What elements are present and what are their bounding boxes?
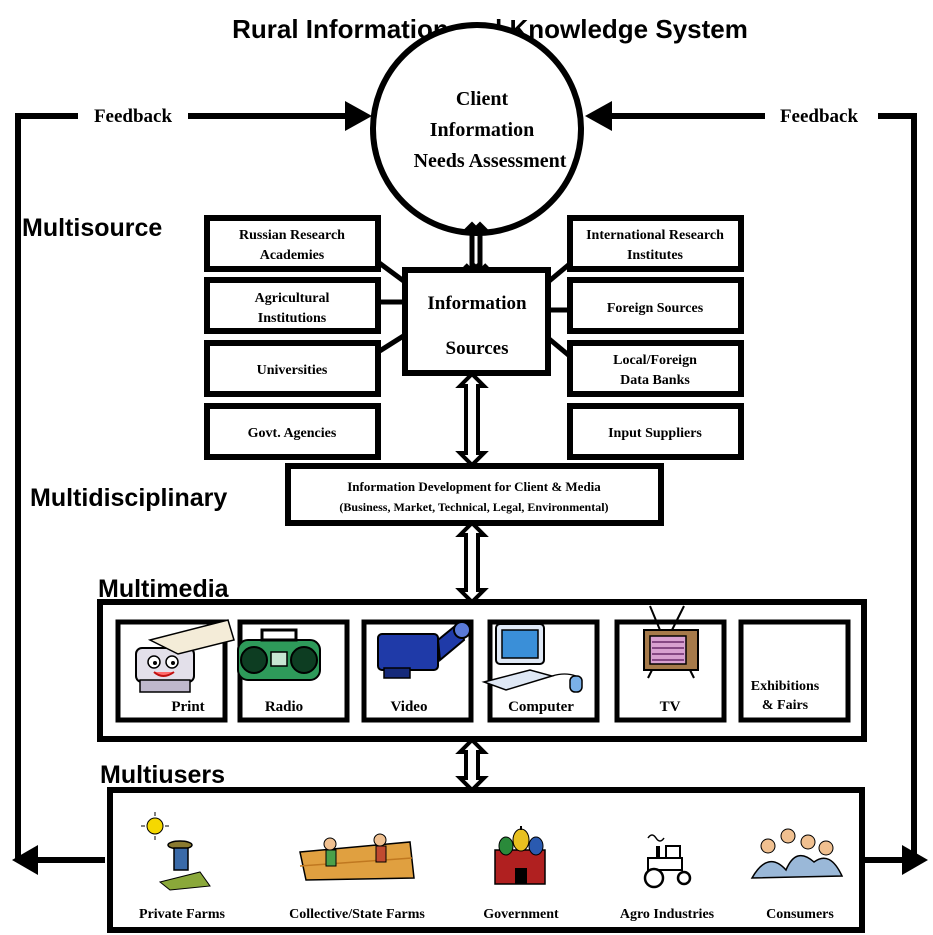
assessment-line-3: Needs Assessment [414,150,567,172]
kremlin-icon [494,826,546,885]
printer-icon [135,619,235,693]
users-container [107,787,865,933]
source-russian-research-line-2: Academies [260,248,325,263]
source-data-banks [567,340,744,397]
information-sources-line-2: Sources [446,338,509,359]
source-international-line-1: International Research [586,228,724,243]
user-label-government: Government [483,907,559,922]
radio-icon [237,628,321,681]
double-arrow-sources-development [455,371,489,468]
user-label-agro-industries: Agro Industries [620,907,715,922]
source-international-research [567,215,744,272]
farmer-icon [141,812,211,891]
source-foreign-sources [567,277,744,334]
media-label-print: Print [171,699,204,715]
double-arrow-development-media [455,520,489,605]
user-label-consumers: Consumers [766,907,834,922]
information-sources-line-1: Information [427,293,527,314]
media-exhibitions [738,619,851,723]
double-arrow-assessment-sources [463,221,489,276]
source-input-suppliers-label: Input Suppliers [608,426,702,441]
double-arrow-media-users [455,737,489,793]
feedback-label-right: Feedback [780,106,859,127]
computer-icon [481,623,583,693]
source-govt-agencies [204,403,381,460]
tractor-icon [643,834,692,889]
source-input-suppliers [567,403,744,460]
section-multidisciplinary: Multidisciplinary [30,484,227,512]
section-multisource: Multisource [22,214,162,242]
source-data-banks-line-2: Data Banks [620,373,690,388]
source-agricultural-line-1: Agricultural [255,291,330,306]
source-russian-research-line-1: Russian Research [239,228,345,243]
source-foreign-label: Foreign Sources [607,301,704,316]
media-label-exhibitions-2: & Fairs [762,698,809,713]
user-label-private-farms: Private Farms [139,907,225,922]
assessment-line-1: Client [456,88,509,110]
video-camera-icon [377,620,471,679]
field-workers-icon [299,833,415,881]
media-label-radio: Radio [265,699,303,715]
development-line-2: (Business, Market, Technical, Legal, Env… [339,500,608,514]
development-line-1: Information Development for Client & Med… [347,479,601,494]
source-russian-research [204,215,381,272]
feedback-label-left: Feedback [94,106,173,127]
tv-icon [643,605,699,679]
source-agricultural-institutions [204,277,381,334]
people-group-icon [750,828,844,879]
section-multiusers: Multiusers [100,761,225,789]
source-universities [204,340,381,397]
media-label-video: Video [391,699,428,715]
source-agricultural-line-2: Institutions [258,311,327,326]
user-label-collective-farms: Collective/State Farms [289,907,425,922]
source-data-banks-line-1: Local/Foreign [613,353,697,368]
media-label-tv: TV [660,699,681,715]
information-sources-box [402,267,551,376]
section-multimedia: Multimedia [98,575,230,603]
assessment-line-2: Information [430,119,534,141]
source-universities-label: Universities [257,363,328,378]
information-development-box [285,463,664,526]
feedback-loop-left [12,101,372,875]
source-international-line-2: Institutes [627,248,684,263]
media-label-computer: Computer [508,699,574,715]
source-govt-agencies-label: Govt. Agencies [248,426,337,441]
media-label-exhibitions-1: Exhibitions [751,679,820,694]
feedback-loop-right [585,101,928,875]
